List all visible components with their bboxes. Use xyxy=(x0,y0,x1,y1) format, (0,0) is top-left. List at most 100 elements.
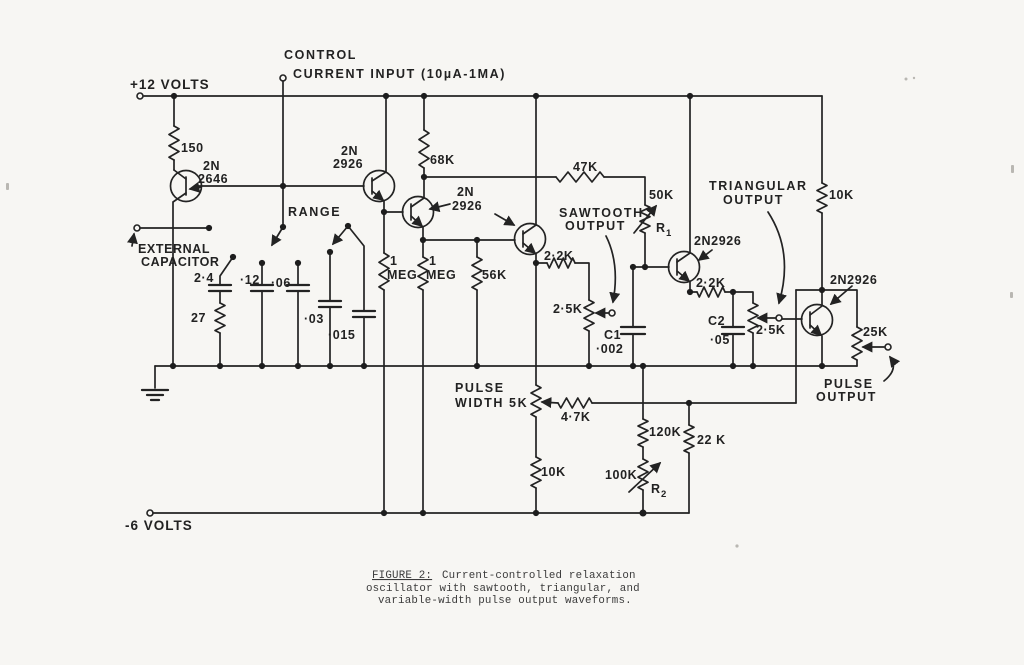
pulse-width-label-2: WIDTH 5K xyxy=(455,396,528,410)
pulse-output-terminal xyxy=(884,343,892,351)
transistor-q3-symbol xyxy=(513,222,547,256)
resistor-10k-low-label: 10K xyxy=(541,465,566,479)
capacitor-c2-plates xyxy=(720,325,746,336)
q5-label: 2N2926 xyxy=(830,273,877,287)
resistor-47k: 47K xyxy=(423,160,646,206)
capacitor-p015-plates xyxy=(351,309,377,319)
transistor-q3 xyxy=(513,95,547,264)
capacitor-2p4-plates xyxy=(207,283,233,293)
capacitor-2p4-label: 2·4 xyxy=(194,271,214,285)
pot-r1-name-sub: 1 xyxy=(666,228,672,239)
sawtooth-pointer-arrow xyxy=(605,235,621,304)
sawtooth-network: 2·2K 2·5K SAWTOOTH OUTPUT xyxy=(535,206,644,386)
resistor-10k-top: 10K xyxy=(816,95,853,291)
wire xyxy=(535,262,590,367)
resistor-47k-zigzag xyxy=(555,171,605,183)
pot-5k-zigzag xyxy=(530,384,542,418)
resistor-1meg-a-zigzag xyxy=(378,252,390,291)
q2-emitter xyxy=(410,215,424,228)
resistor-47k-label: 47K xyxy=(573,160,598,174)
pot-5k-wiper xyxy=(540,397,559,409)
pulse-output-network: 25K PULSE OUTPUT xyxy=(795,289,901,404)
caption-line-3: variable-width pulse output waveforms. xyxy=(378,595,632,607)
resistor-68k: 68K xyxy=(418,95,455,178)
caption-line-1: Current-controlled relaxation xyxy=(442,570,636,582)
pot-25k-zigzag xyxy=(851,326,863,361)
q3-emitter xyxy=(522,242,537,255)
caption-line-2: oscillator with sawtooth, triangular, an… xyxy=(366,583,640,595)
transistor-q2 xyxy=(383,176,435,241)
resistor-1meg-b-zigzag xyxy=(417,256,429,291)
control-label-1: CONTROL xyxy=(284,48,357,62)
q5-emitter xyxy=(809,324,823,337)
q5-collector xyxy=(809,289,823,316)
capacitor-p12-plates xyxy=(249,283,275,293)
ujt-label-1: 2N xyxy=(203,159,220,173)
resistor-4p7k-zigzag xyxy=(557,397,593,409)
q23-label-2: 2926 xyxy=(452,199,482,213)
range-switch-arm-2 xyxy=(331,225,349,246)
sawtooth-label-2: OUTPUT xyxy=(565,219,626,233)
pulse-output-label-2: OUTPUT xyxy=(816,390,877,404)
ujt-base1-lead xyxy=(172,192,187,367)
q4-emitter xyxy=(676,270,691,283)
wire xyxy=(795,289,858,367)
timing-capacitor-p06: ·06 xyxy=(271,262,311,367)
timing-capacitor-p03: ·03 xyxy=(304,251,343,367)
resistor-56k-zigzag xyxy=(471,256,483,291)
capacitor-p06-plates xyxy=(285,283,311,293)
resistor-150-zigzag xyxy=(168,125,180,161)
pulse-width-network: PULSE WIDTH 5K 4·7K 10K xyxy=(455,381,797,514)
pot-r1-name-label: R xyxy=(656,221,666,235)
control-label-2: CURRENT INPUT (10µA-1MA) xyxy=(293,67,506,81)
triangular-output-terminal xyxy=(775,314,783,322)
timing-capacitor-2p4: 2·4 27 xyxy=(191,256,234,367)
ujt-2n2646: 2N 2646 xyxy=(169,159,365,367)
q3-collector xyxy=(522,95,537,235)
resistor-2p2k-saw-zigzag xyxy=(546,257,576,269)
range-switch-arm-1 xyxy=(271,226,284,247)
resistor-1meg-b: 1 MEG xyxy=(417,239,456,514)
capacitor-c1: C1 ·002 xyxy=(596,266,647,367)
pot-r2-name-sub: 2 xyxy=(661,489,666,500)
q1-label-2: 2926 xyxy=(333,157,363,171)
positive-supply-rail: +12 VOLTS xyxy=(130,77,823,100)
timing-capacitor-p015: ·015 xyxy=(328,225,377,367)
resistor-1meg-a-label-2: MEG xyxy=(387,268,417,282)
capacitor-p06-label: ·06 xyxy=(271,276,291,290)
pot-2p5k-saw-zigzag xyxy=(583,299,595,332)
transistor-q5: 2N2926 xyxy=(781,273,877,367)
capacitor-c1-value: ·002 xyxy=(596,342,623,356)
resistor-10k-low-zigzag xyxy=(530,456,542,489)
capacitor-p015-label: ·015 xyxy=(328,328,355,342)
ground-rail xyxy=(140,365,858,402)
potentiometer-r1-50k: 50K R 1 xyxy=(633,188,674,268)
resistor-56k-label: 56K xyxy=(482,268,507,282)
pulse-pointer-arrow xyxy=(883,355,901,382)
resistor-68k-label: 68K xyxy=(430,153,455,167)
minus6v-terminal xyxy=(146,509,154,517)
resistor-1meg-b-label-2: MEG xyxy=(426,268,456,282)
wire xyxy=(347,225,365,367)
resistor-4p7k-label: 4·7K xyxy=(561,410,591,424)
transistor-q4: 2N2926 xyxy=(632,95,741,293)
resistor-68k-zigzag xyxy=(418,129,430,169)
transistor-q1: 2N 2926 xyxy=(333,95,396,213)
ujt-emitter-arrow xyxy=(188,181,202,193)
pot-r1-value-label: 50K xyxy=(649,188,674,202)
transistor-q4-symbol xyxy=(667,250,701,284)
capacitor-p12-label: ·12 xyxy=(240,273,260,287)
triangular-network: 2·2K 2·5K TRIANGULAR OUTPUT xyxy=(689,179,806,367)
resistor-56k: 56K xyxy=(422,239,516,367)
capacitor-p03-label: ·03 xyxy=(304,312,324,326)
sawtooth-label-1: SAWTOOTH xyxy=(559,206,644,220)
pot-2p5k-tri-zigzag xyxy=(747,302,759,334)
resistor-150-label: 150 xyxy=(181,141,204,155)
q1-label-1: 2N xyxy=(341,144,358,158)
q4-collector xyxy=(676,95,691,263)
pot-r2-value-label: 100K xyxy=(605,468,637,482)
pot-r2-name-label: R xyxy=(651,482,661,496)
bias-divider-network: 120K 100K R 2 22 K xyxy=(605,365,725,514)
external-cap-arrow xyxy=(127,232,138,247)
